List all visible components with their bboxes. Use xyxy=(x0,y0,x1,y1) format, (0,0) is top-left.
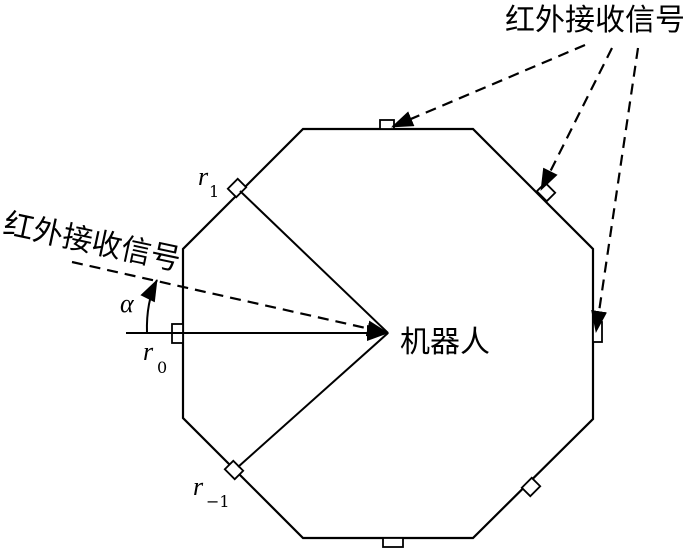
r-1-label: r xyxy=(193,472,204,501)
alpha-label: α xyxy=(120,289,135,318)
sensor-bottom xyxy=(382,537,404,548)
ir-line-right xyxy=(591,47,640,333)
r0-label: r xyxy=(143,337,154,366)
r1-subscript: 1 xyxy=(209,182,219,201)
alpha-angle-arc xyxy=(140,279,158,334)
r1-label: r xyxy=(198,162,209,191)
r-1-subscript: −1 xyxy=(206,492,230,511)
line-r1-to-robot xyxy=(239,190,389,334)
robot-octagon xyxy=(181,127,595,540)
r0-subscript: 0 xyxy=(157,358,167,377)
robot-label: 机器人 xyxy=(400,325,490,360)
ir-signal-top-label: 红外接收信号 xyxy=(505,3,685,38)
sensor-top-right xyxy=(535,181,557,203)
sensor-top xyxy=(379,119,395,130)
sensor-bottom-right xyxy=(520,476,542,498)
ir-line-top xyxy=(391,43,586,129)
line-r-1-to-robot xyxy=(237,332,389,468)
ir-line-top-right xyxy=(540,47,613,191)
